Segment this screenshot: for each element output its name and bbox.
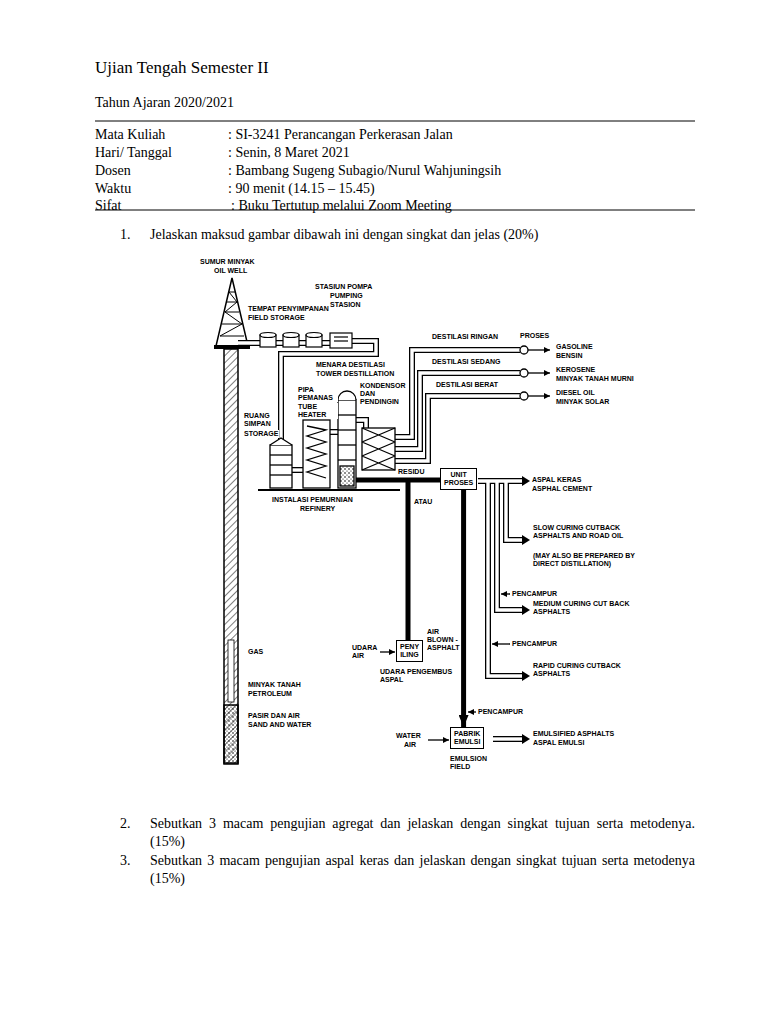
diagram-label: FIELD STORAGE xyxy=(248,314,305,322)
diagram-label: INSTALASI PEMURNIAN xyxy=(272,496,353,504)
diagram-label: TEMPAT PENYIMPANAN xyxy=(248,305,329,313)
diagram-label: KONDENSOR DAN PENDINGIN xyxy=(360,382,404,406)
document-text: : Senin, 8 Maret 2021 xyxy=(228,144,350,161)
diagram-label: TUBE HEATER xyxy=(298,403,338,419)
diagram-label: GAS xyxy=(248,648,263,656)
process-box: PENY ILING xyxy=(396,640,423,662)
diagram-label: BENSIN xyxy=(556,352,582,360)
process-box: PABRIK EMULSI xyxy=(450,727,484,749)
diagram-label: DESTILASI BERAT xyxy=(436,381,498,389)
document-text: 3. xyxy=(120,852,131,869)
diagram-label: EMULSION FIELD xyxy=(450,755,500,771)
diagram-label: PENCAMPUR xyxy=(512,590,557,598)
diagram-label: KEROSENE xyxy=(556,366,595,374)
diagram-label: WATER xyxy=(396,732,421,740)
diagram-label: UDARA AIR xyxy=(352,644,380,660)
diagram-label: STASION xyxy=(330,301,361,309)
diagram-label: STORAGE xyxy=(244,430,279,438)
diagram-label: RUANG SIMPAN xyxy=(244,412,276,428)
diagram-label: PENCAMPUR xyxy=(478,708,523,716)
box-label: PABRIK EMULSI xyxy=(454,730,480,746)
diagram-label: OIL WELL xyxy=(214,267,247,275)
diagram-label: MINYAK TANAH xyxy=(248,681,301,689)
diagram-label: ATAU xyxy=(414,498,432,506)
box-label: PENY ILING xyxy=(400,643,419,659)
document-text: Sebutkan 3 macam pengujian aspal keras d… xyxy=(150,852,695,888)
diagram-label: MINYAK TANAH MURNI xyxy=(556,375,634,383)
document-text: Mata Kuliah xyxy=(95,126,165,143)
pipe-connector xyxy=(461,490,466,727)
diagram-label: PENCAMPUR xyxy=(512,640,557,648)
document-text: : Bambang Sugeng Subagio/Nurul Wahjuning… xyxy=(228,162,501,179)
diagram-label: REFINERY xyxy=(300,505,335,513)
diagram-label: PROSES xyxy=(520,332,549,340)
diagram-label: EMULSIFIED ASPHALTS xyxy=(533,730,614,738)
diagram-label: RAPID CURING CUTBACK ASPHALTS xyxy=(533,662,648,678)
diagram-label: SLOW CURING CUTBACK ASPHALTS AND ROAD OI… xyxy=(533,524,648,540)
document-text: Jelaskan maksud gambar dibawah ini denga… xyxy=(150,226,538,243)
document-text: Sifat xyxy=(95,197,121,214)
box-label: UNIT PROSES xyxy=(444,471,473,487)
document-text: Hari/ Tanggal xyxy=(95,144,172,161)
diagram-label: UDARA PENGEMBUS ASPAL xyxy=(380,668,455,684)
diagram-label: MEDIUM CURING CUT BACK ASPHALTS xyxy=(533,600,658,616)
document-text: : Buku Tertutup melalui Zoom Meeting xyxy=(231,197,452,214)
diagram-label: SUMUR MINYAK xyxy=(200,258,255,266)
document-text: Dosen xyxy=(95,162,131,179)
document-text: Sebutkan 3 macam pengujian agregat dan j… xyxy=(150,815,695,851)
diagram-label: AIR xyxy=(404,741,416,749)
diagram-label: STASIUN POMPA xyxy=(315,283,372,291)
process-box: UNIT PROSES xyxy=(440,468,477,490)
diagram-label: ASPAL KERAS xyxy=(532,476,582,484)
document-text: : 90 menit (14.15 – 15.45) xyxy=(228,180,375,197)
diagram-label: (MAY ALSO BE PREPARED BY DIRECT DISTILLA… xyxy=(533,552,648,568)
diagram-label: RESIDU xyxy=(398,468,424,476)
page-title: Ujian Tengah Semester II xyxy=(95,58,269,78)
document-text: 1. xyxy=(120,226,131,243)
document-text: Tahun Ajaran 2020/2021 xyxy=(95,94,234,111)
document-text: : SI-3241 Perancangan Perkerasan Jalan xyxy=(228,126,453,143)
diagram-label: PASIR DAN AIR xyxy=(248,712,300,720)
diagram-label: SAND AND WATER xyxy=(248,721,311,729)
document-text: Waktu xyxy=(95,180,131,197)
diagram-label: ASPAL EMULSI xyxy=(533,739,584,747)
diagram-label: DESTILASI RINGAN xyxy=(432,333,498,341)
diagram-label: TOWER DESTILLATION xyxy=(316,370,394,378)
diagram-label: PETROLEUM xyxy=(248,690,292,698)
document-text: 2. xyxy=(120,815,131,832)
diagram-label: DIESEL OIL xyxy=(556,389,595,397)
diagram-label: PIPA PEMANAS xyxy=(298,386,338,402)
diagram-label: PUMPING xyxy=(330,292,363,300)
diagram-label: MINYAK SOLAR xyxy=(556,398,609,406)
diagram-label: DESTILASI SEDANG xyxy=(432,358,500,366)
diagram-label: GASOLINE xyxy=(556,343,593,351)
diagram-label: ASPHAL CEMENT xyxy=(532,485,592,493)
diagram-label: AIR BLOWN - ASPHALT xyxy=(427,628,459,652)
diagram-label: MENARA DESTILASI xyxy=(316,361,385,369)
